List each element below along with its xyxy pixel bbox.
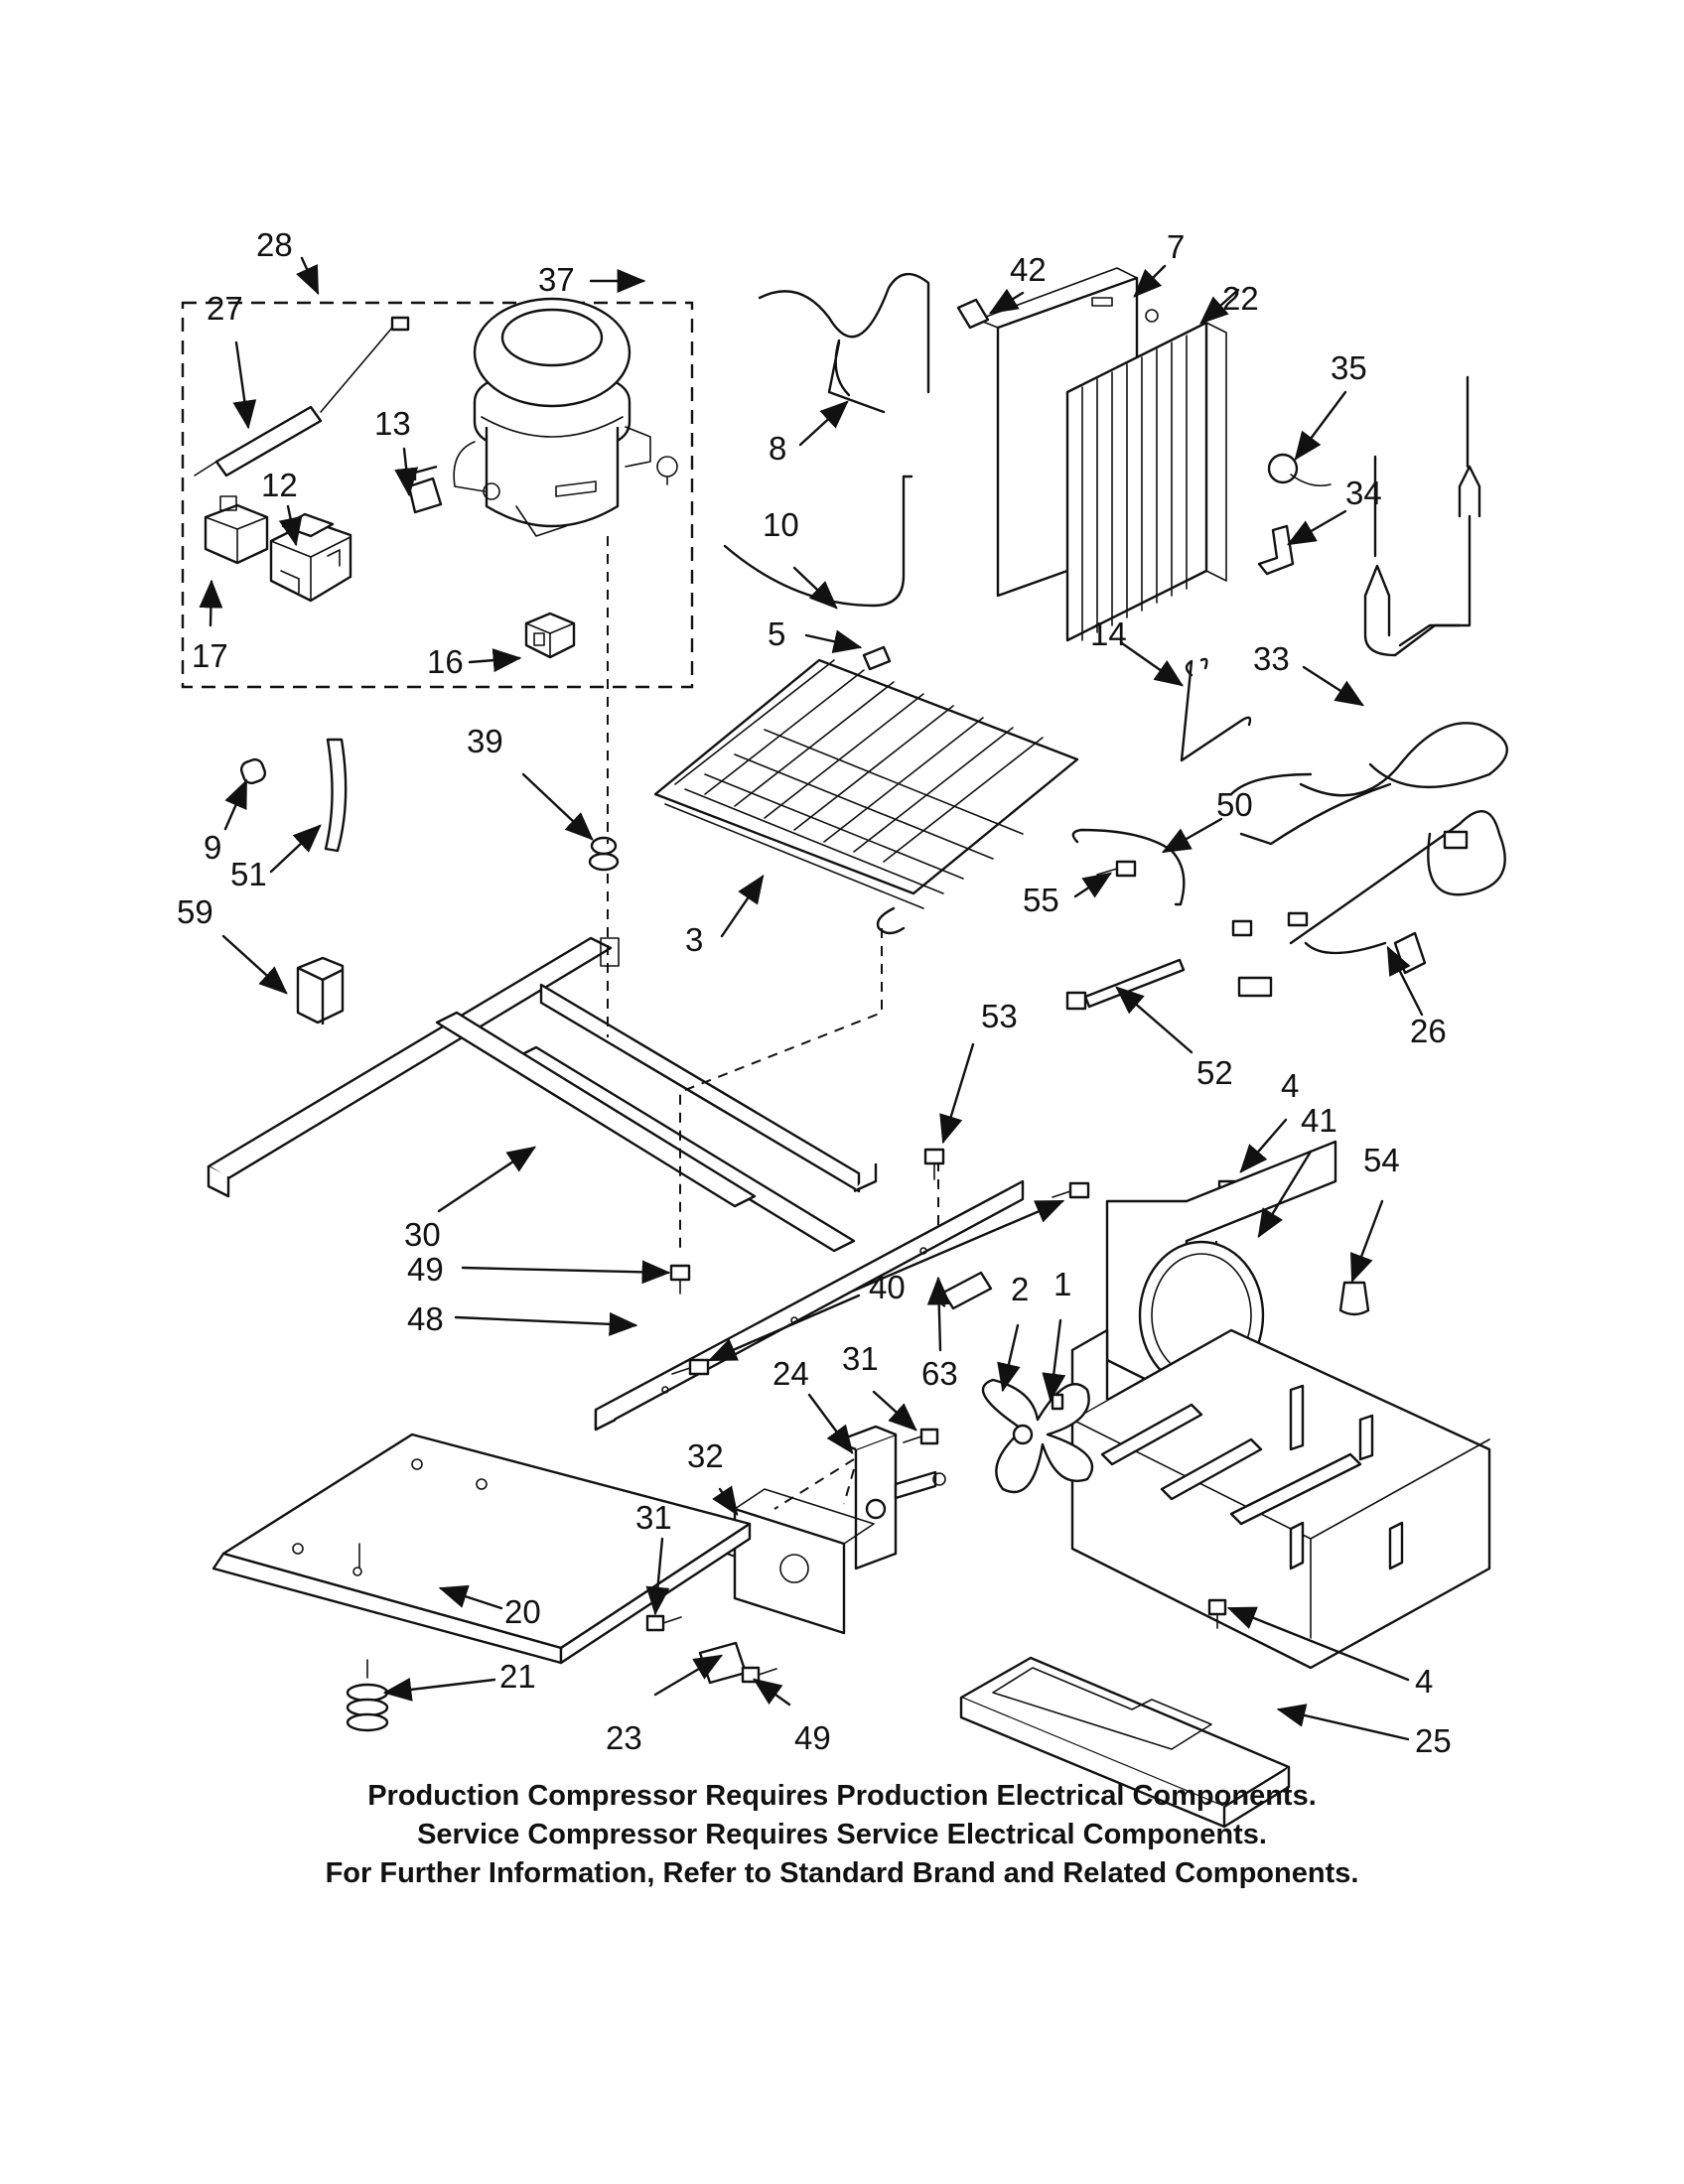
screw-4-b xyxy=(1207,1598,1227,1629)
clip-5 xyxy=(862,645,892,671)
screw-49-a xyxy=(669,1264,691,1295)
harness-26 xyxy=(1229,722,1508,998)
screw-40 xyxy=(1052,1181,1090,1199)
footnotes: Production Compressor Requires Productio… xyxy=(0,1777,1684,1893)
base-plate xyxy=(1070,1328,1491,1670)
note-service: Service Compressor Requires Service Elec… xyxy=(417,1819,1267,1850)
callout-28: 28 xyxy=(256,226,293,263)
callout-7: 7 xyxy=(1167,228,1185,265)
drain-pan-25 xyxy=(959,1656,1291,1829)
callout-31-b: 31 xyxy=(635,1499,672,1536)
callout-26: 26 xyxy=(1410,1013,1447,1049)
frame-30 xyxy=(207,936,878,1253)
cover-17 xyxy=(204,495,269,565)
callout-50: 50 xyxy=(1216,786,1253,823)
callout-14: 14 xyxy=(1090,615,1127,652)
screw-40-b xyxy=(671,1358,710,1376)
callout-17: 17 xyxy=(192,637,228,674)
screw-49-b xyxy=(741,1666,777,1684)
callout-12: 12 xyxy=(261,467,298,503)
callout-5: 5 xyxy=(768,615,785,652)
compressor-kit-box xyxy=(181,301,694,689)
callout-40: 40 xyxy=(869,1269,906,1305)
callout-1: 1 xyxy=(1053,1266,1071,1302)
screw-31-b xyxy=(645,1614,682,1632)
callout-27: 27 xyxy=(207,290,243,327)
callout-48: 48 xyxy=(407,1300,444,1337)
callout-13: 13 xyxy=(374,405,411,442)
sensor-35 xyxy=(1267,453,1332,487)
sleeve-9 xyxy=(239,757,267,785)
tie-52 xyxy=(1065,958,1186,1011)
callout-25: 25 xyxy=(1415,1722,1452,1759)
screw-55 xyxy=(1096,860,1137,878)
callout-30: 30 xyxy=(404,1216,441,1253)
callout-34: 34 xyxy=(1345,475,1382,511)
callout-59: 59 xyxy=(177,893,213,930)
cover-20 xyxy=(211,1433,752,1665)
callout-49-b: 49 xyxy=(794,1719,831,1756)
screw-31-a xyxy=(903,1428,939,1445)
callout-37: 37 xyxy=(538,261,575,298)
callout-9: 9 xyxy=(204,829,221,866)
overload-16 xyxy=(524,612,576,659)
cap-54 xyxy=(1338,1281,1370,1316)
note-further-info: For Further Information, Refer to Standa… xyxy=(325,1857,1359,1889)
coil-22 xyxy=(1065,309,1227,642)
callout-39: 39 xyxy=(467,723,503,759)
coil-3 xyxy=(653,658,1079,935)
grommet-63 xyxy=(938,1271,993,1310)
callout-35: 35 xyxy=(1331,349,1367,386)
callout-16: 16 xyxy=(427,643,464,680)
drier-part xyxy=(194,316,410,478)
compressor-part xyxy=(453,297,678,537)
clip-34 xyxy=(1257,524,1295,576)
callout-24: 24 xyxy=(772,1355,809,1392)
callout-4-b: 4 xyxy=(1415,1663,1433,1700)
callout-labels: 28 37 27 13 12 17 16 8 10 5 42 7 22 35 3… xyxy=(177,226,1452,1759)
callout-10: 10 xyxy=(763,506,799,543)
callout-21: 21 xyxy=(499,1658,536,1695)
relay-12 xyxy=(269,512,352,603)
callout-55: 55 xyxy=(1023,882,1059,918)
callout-20: 20 xyxy=(504,1593,541,1630)
bracket-14 xyxy=(1180,657,1252,762)
hose-51 xyxy=(324,738,348,853)
callout-31: 31 xyxy=(842,1340,879,1377)
callout-2: 2 xyxy=(1011,1271,1029,1307)
callout-54: 54 xyxy=(1363,1142,1400,1178)
callout-3: 3 xyxy=(685,921,703,958)
tube-10 xyxy=(723,475,913,608)
callout-49: 49 xyxy=(407,1251,444,1288)
fan-motor-24 xyxy=(834,1425,946,1570)
tube-8 xyxy=(758,273,930,414)
grommet-39 xyxy=(588,836,620,872)
bracket-59 xyxy=(296,956,345,1024)
callout-41: 41 xyxy=(1301,1102,1337,1139)
clip-13 xyxy=(407,465,443,514)
bracket-32 xyxy=(733,1488,875,1635)
callout-32: 32 xyxy=(687,1437,724,1474)
callout-22: 22 xyxy=(1222,280,1259,317)
callout-33: 33 xyxy=(1253,640,1290,677)
callout-51: 51 xyxy=(230,856,267,892)
callout-52: 52 xyxy=(1196,1054,1233,1091)
note-production: Production Compressor Requires Productio… xyxy=(367,1780,1317,1812)
callout-63: 63 xyxy=(921,1355,958,1392)
leader-lines xyxy=(199,256,1424,1741)
callout-4: 4 xyxy=(1281,1067,1299,1104)
callout-23: 23 xyxy=(606,1719,642,1756)
spring-21 xyxy=(346,1659,389,1732)
clip-42 xyxy=(956,298,990,330)
tube-50 xyxy=(1071,828,1186,906)
screw-53 xyxy=(923,1148,945,1180)
callout-42: 42 xyxy=(1010,251,1047,288)
callout-53: 53 xyxy=(981,998,1018,1034)
tubes-33 xyxy=(1363,375,1481,657)
callout-8: 8 xyxy=(769,430,786,467)
